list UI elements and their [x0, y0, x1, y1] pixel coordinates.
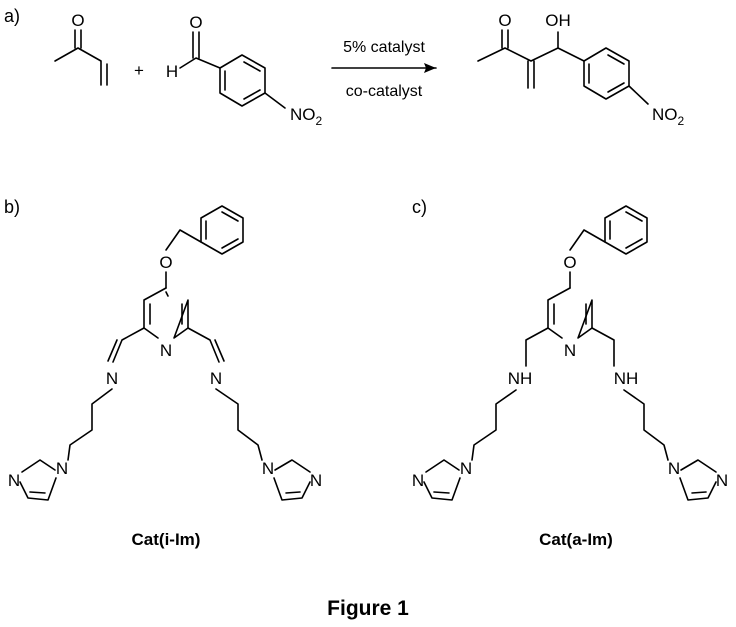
panel-label-b: b): [4, 197, 20, 217]
atom-label: N: [412, 471, 424, 490]
atom-label: N: [160, 341, 172, 360]
atom-label: H: [166, 62, 178, 81]
reactant-4-nitrobenzaldehyde: O H NO2: [166, 13, 323, 128]
atom-label: N: [460, 459, 472, 478]
reaction-arrow: [331, 63, 437, 73]
atom-label: O: [189, 13, 202, 32]
atom-label: N: [564, 341, 576, 360]
atom-label: NO: [290, 105, 316, 124]
atom-label: N: [8, 471, 20, 490]
panel-label-c: c): [412, 197, 427, 217]
nitro-label: NO2: [652, 105, 685, 128]
atom-label: O: [159, 253, 172, 272]
atom-label: N: [210, 369, 222, 388]
nitro-label: NO2: [290, 105, 323, 128]
atom-label: N: [716, 471, 728, 490]
plus-sign: +: [134, 61, 144, 80]
atom-label: NH: [614, 369, 639, 388]
atom-label: O: [498, 11, 511, 30]
atom-label: N: [668, 459, 680, 478]
atom-label: N: [310, 471, 322, 490]
product-mbh-adduct: O OH NO2: [477, 11, 685, 128]
atom-label: N: [106, 369, 118, 388]
subscript-2: 2: [316, 114, 323, 128]
atom-label: OH: [545, 11, 571, 30]
catalyst-name-i-im: Cat(i-Im): [132, 530, 201, 549]
structure-cat-a-im: O N NH NH N N N N: [412, 205, 728, 501]
condition-catalyst: 5% catalyst: [343, 39, 425, 56]
subscript-2: 2: [678, 114, 685, 128]
panel-label-a: a): [4, 6, 20, 26]
structure-cat-i-im: O N N N N N N N: [8, 205, 322, 501]
atom-label: O: [563, 253, 576, 272]
condition-cocatalyst: co-catalyst: [346, 83, 423, 100]
figure-title: Figure 1: [327, 597, 409, 620]
atom-label: N: [262, 459, 274, 478]
atom-label: NO: [652, 105, 678, 124]
reactant-methyl-vinyl-ketone: O: [54, 11, 108, 86]
atom-label: NH: [508, 369, 533, 388]
catalyst-name-a-im: Cat(a-Im): [539, 530, 613, 549]
atom-label: N: [56, 459, 68, 478]
atom-label: O: [71, 11, 84, 30]
